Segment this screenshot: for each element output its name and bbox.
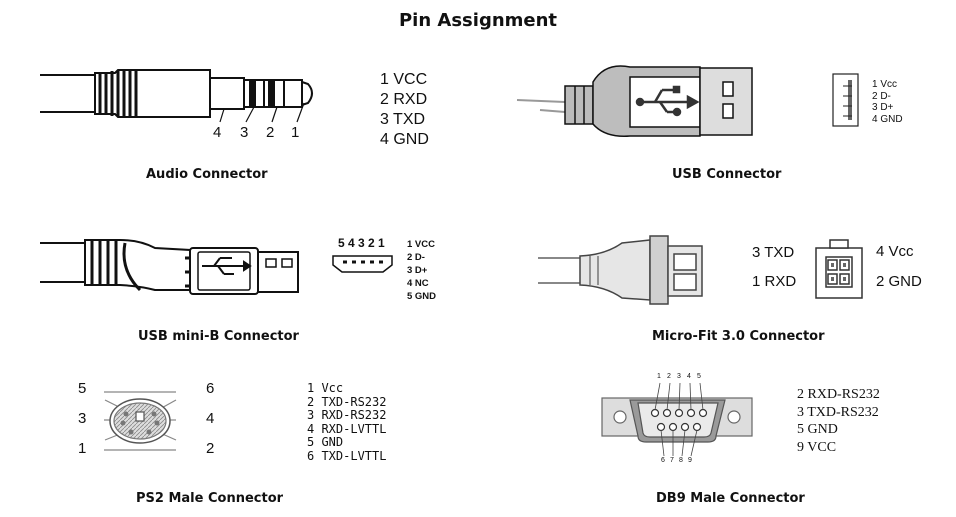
ps2-pin-3: 3 RXD-RS232 <box>307 408 387 422</box>
audio-pin-3: 3 TXD <box>380 111 426 128</box>
micro-fit-label-bottom-left: 1 RXD <box>752 273 797 290</box>
audio-plug-drawing <box>40 69 313 123</box>
micro-fit-connector-caption: Micro-Fit 3.0 Connector <box>652 329 825 344</box>
ps2-pin-1: 1 Vcc <box>307 381 344 395</box>
db9-bottom-number-9: 9 <box>688 457 692 464</box>
audio-pin-list: 1 VCC 2 RXD 3 TXD 4 GND <box>380 70 429 150</box>
ps2-pin-6: 6 TXD-LVTTL <box>307 448 387 463</box>
micro-fit-label-top-left: 3 TXD <box>752 244 795 261</box>
ps2-pin-4: 4 RXD-LVTTL <box>307 421 387 436</box>
audio-ring-number-4: 4 <box>213 124 222 141</box>
db9-bottom-number-6: 6 <box>661 457 665 464</box>
db9-top-number-3: 3 <box>677 373 681 380</box>
ps2-pin-2: 2 TXD-RS232 <box>307 394 387 409</box>
audio-ring-number-2: 2 <box>266 124 275 141</box>
mini-b-pin-3: 3 D+ <box>407 265 428 276</box>
audio-pin-1: 1 VCC <box>380 71 428 88</box>
db9-pin-5: 5 GND <box>797 422 838 437</box>
mini-b-pin-2: 2 D- <box>407 252 425 263</box>
db9-pin-list: 2 RXD-RS232 3 TXD-RS232 5 GND 9 VCC <box>797 386 880 456</box>
mini-b-pin-header: 5 4 3 2 1 <box>338 236 385 250</box>
ps2-pin-list: 1 Vcc 2 TXD-RS232 3 RXD-RS232 4 RXD-LVTT… <box>307 381 387 463</box>
usb-pin-list: 1 Vcc 2 D- 3 D+ 4 GND <box>872 79 903 125</box>
db9-top-number-1: 1 <box>657 373 661 380</box>
db9-pin-3: 3 TXD-RS232 <box>797 404 879 420</box>
ps2-number-3: 3 <box>78 410 87 427</box>
ps2-number-5: 5 <box>78 380 87 397</box>
usb-pin-4: 4 GND <box>872 113 903 125</box>
db9-connector-caption: DB9 Male Connector <box>656 491 805 506</box>
page-title: Pin Assignment <box>398 10 558 31</box>
db9-bottom-number-8: 8 <box>679 457 683 464</box>
ps2-number-6: 6 <box>206 380 215 397</box>
ps2-pin-5: 5 GND <box>307 435 344 449</box>
ps2-number-4: 4 <box>206 410 215 427</box>
ps2-drawing <box>104 391 177 451</box>
micro-fit-drawing <box>538 235 863 305</box>
mini-b-pin-list: 1 VCC 2 D- 3 D+ 4 NC 5 GND <box>407 238 436 303</box>
usb-connector-caption: USB Connector <box>672 167 782 182</box>
db9-drawing <box>601 382 753 457</box>
mini-b-pin-5: 5 GND <box>407 291 437 302</box>
mini-b-pin-1: 1 VCC <box>407 239 435 250</box>
db9-top-number-2: 2 <box>667 373 671 380</box>
ps2-number-1: 1 <box>78 440 87 457</box>
audio-pin-2: 2 RXD <box>380 91 428 108</box>
mini-b-pin-4: 4 NC <box>407 278 429 289</box>
db9-top-number-4: 4 <box>687 373 691 380</box>
usb-pin-2: 2 D- <box>872 90 891 102</box>
audio-ring-number-3: 3 <box>240 124 249 141</box>
micro-fit-label-top-right: 4 Vcc <box>876 243 914 260</box>
usb-mini-b-drawing <box>40 239 393 295</box>
audio-pin-4: 4 GND <box>380 131 429 148</box>
micro-fit-label-bottom-right: 2 GND <box>876 273 922 290</box>
usb-pin-3: 3 D+ <box>872 102 894 113</box>
db9-pin-9: 9 VCC <box>797 439 837 455</box>
usb-pin-1: 1 Vcc <box>872 79 898 90</box>
audio-ring-number-1: 1 <box>291 124 300 141</box>
usb-mini-b-connector-caption: USB mini-B Connector <box>138 329 299 344</box>
db9-top-number-5: 5 <box>697 373 701 380</box>
usb-plug-drawing <box>516 65 859 137</box>
db9-pin-2: 2 RXD-RS232 <box>797 387 880 402</box>
ps2-connector-caption: PS2 Male Connector <box>136 491 284 506</box>
audio-connector-caption: Audio Connector <box>146 167 268 182</box>
db9-bottom-number-7: 7 <box>670 457 674 464</box>
ps2-number-2: 2 <box>206 440 215 457</box>
